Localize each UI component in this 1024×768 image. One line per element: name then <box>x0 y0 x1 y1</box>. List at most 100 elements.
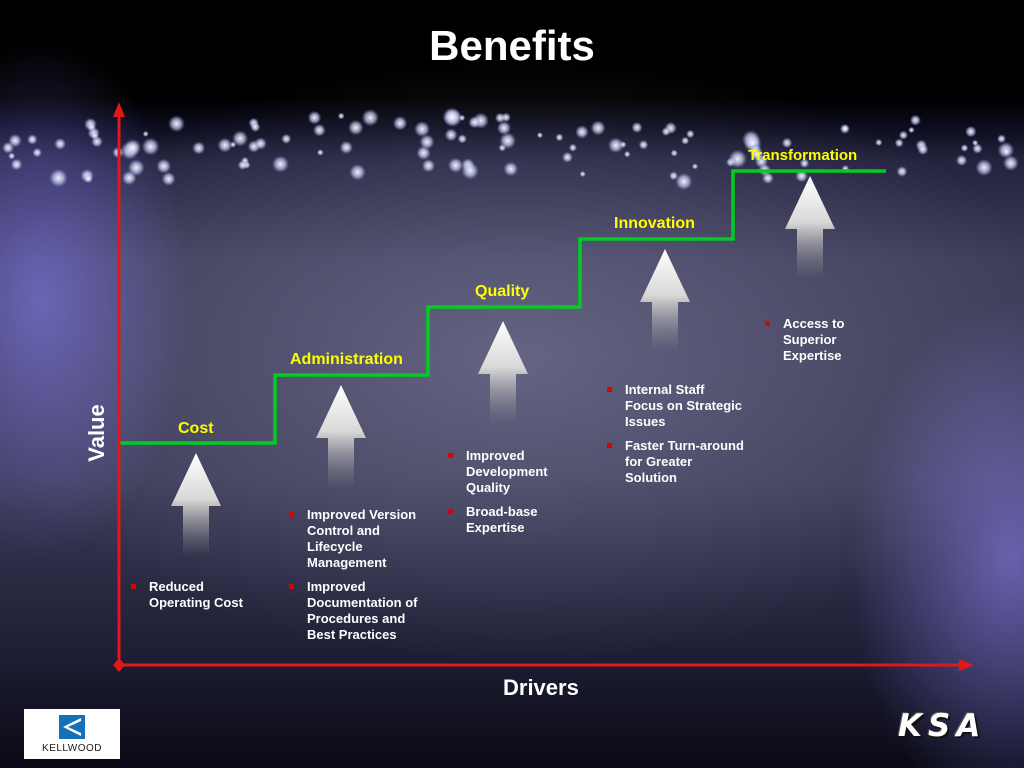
light-dot <box>875 138 883 147</box>
bullet-list-administration: Improved Version Control and Lifecycle M… <box>288 507 423 651</box>
light-dot <box>555 133 564 142</box>
light-dot <box>27 134 38 145</box>
light-dot <box>917 143 929 156</box>
light-dot <box>271 155 290 173</box>
bullet-list-innovation: Internal Staff Focus on Strategic Issues… <box>606 382 746 494</box>
light-dot <box>909 114 922 126</box>
light-dot <box>496 120 512 136</box>
up-arrow-cost <box>171 453 221 556</box>
y-axis-label: Value <box>84 404 109 462</box>
light-dot <box>127 159 145 177</box>
light-dot <box>590 120 606 136</box>
light-dot <box>348 119 364 136</box>
up-arrow-innovation <box>640 249 690 352</box>
bullet-item: Internal Staff Focus on Strategic Issues <box>606 382 746 430</box>
light-dot <box>503 161 519 177</box>
light-dot <box>955 154 968 167</box>
light-dot <box>444 128 458 142</box>
light-dot <box>254 137 267 150</box>
light-dot <box>661 127 671 137</box>
light-dot <box>750 148 764 162</box>
light-dot <box>1002 147 1011 156</box>
light-dot <box>670 149 678 157</box>
light-dot <box>10 158 23 171</box>
light-dot <box>419 134 435 150</box>
step-label-transformation: Transformation <box>748 147 858 164</box>
up-arrow-transformation <box>785 176 835 279</box>
bullet-item: Broad-base Expertise <box>447 504 567 536</box>
step-label-innovation: Innovation <box>614 215 695 232</box>
light-dot <box>575 125 589 139</box>
light-dot <box>442 107 462 127</box>
light-dot <box>669 171 679 181</box>
step-label-cost: Cost <box>178 420 214 437</box>
light-dot <box>896 166 908 177</box>
x-axis-arrowhead <box>959 659 974 671</box>
bullet-item: Improved Documentation of Procedures and… <box>288 579 423 643</box>
step-label-quality: Quality <box>475 283 530 300</box>
bullet-item: Faster Turn-around for Greater Solution <box>606 438 746 486</box>
value-staircase-line <box>120 169 886 445</box>
light-dot <box>960 144 969 152</box>
light-dot <box>623 150 631 158</box>
light-dot <box>349 163 366 181</box>
light-dot <box>168 115 185 133</box>
light-dot <box>237 160 248 170</box>
kellwood-mark-icon <box>59 715 85 739</box>
up-arrow-quality <box>478 321 528 424</box>
light-dot <box>631 121 643 134</box>
light-dot <box>894 138 904 148</box>
light-dot <box>898 130 909 140</box>
bullet-item: Access to Superior Expertise <box>764 316 874 364</box>
light-dot <box>494 112 506 124</box>
light-dot <box>447 157 464 173</box>
y-axis-arrowhead <box>113 102 125 117</box>
light-dot <box>307 110 322 125</box>
light-dot <box>192 141 206 155</box>
light-dot <box>561 151 573 163</box>
light-dot <box>728 149 747 169</box>
bullet-list-quality: Improved Development Quality Broad-base … <box>447 448 567 544</box>
light-dot <box>313 123 326 137</box>
light-dot <box>421 159 436 173</box>
light-dot <box>607 137 624 154</box>
light-dot <box>54 137 67 150</box>
light-dot <box>579 170 586 178</box>
light-dot <box>316 149 324 156</box>
light-dot <box>972 143 983 154</box>
light-dot <box>83 174 93 184</box>
ksa-logo: KSA <box>898 708 987 744</box>
light-dot <box>781 137 793 149</box>
light-dot <box>156 158 172 174</box>
light-dot <box>619 141 627 149</box>
light-dot <box>8 152 16 160</box>
light-dot <box>392 115 408 131</box>
light-dot <box>32 147 42 158</box>
light-dot <box>975 159 993 177</box>
light-dot <box>229 141 237 148</box>
bullet-item: Improved Development Quality <box>447 448 567 496</box>
light-dot <box>839 123 851 135</box>
step-label-administration: Administration <box>290 351 403 368</box>
light-dot <box>361 109 379 127</box>
light-dot <box>468 116 481 129</box>
kellwood-logo-text: KELLWOOD <box>42 743 102 754</box>
y-axis <box>113 102 125 672</box>
light-dot <box>281 133 292 144</box>
light-dot <box>965 125 977 138</box>
light-dot <box>337 112 345 120</box>
light-dot <box>686 129 695 139</box>
light-dot <box>217 137 233 153</box>
light-dot <box>141 137 160 156</box>
x-axis-label: Drivers <box>503 675 579 700</box>
light-dot <box>762 172 774 185</box>
light-dot <box>461 162 479 180</box>
light-dot <box>91 135 103 148</box>
light-dot <box>339 140 353 155</box>
light-dot <box>499 132 517 150</box>
light-dot <box>799 158 810 169</box>
light-dot <box>457 134 467 144</box>
